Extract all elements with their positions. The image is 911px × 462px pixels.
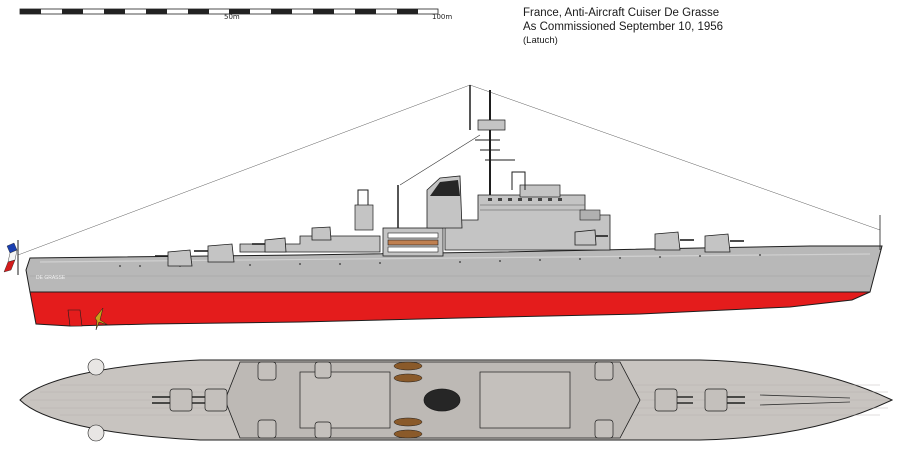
plan-turret xyxy=(169,388,193,412)
main-hull xyxy=(25,245,883,293)
propeller-icon xyxy=(94,307,109,331)
plan-view xyxy=(19,358,894,442)
turret-fwd-2 xyxy=(654,231,681,251)
caption-credit: (Latuch) xyxy=(523,35,558,46)
hull-name: DE GRASSE xyxy=(36,275,66,281)
plan-funnel xyxy=(423,388,461,412)
turret-aft-3 xyxy=(264,237,287,253)
turret-fwd-1 xyxy=(574,229,597,246)
turret-aft-1 xyxy=(167,249,193,267)
caption: France, Anti-Aircraft Cuiser De Grasse A… xyxy=(523,6,723,47)
scale-bar xyxy=(19,8,439,15)
profile-view: DE GRASSE xyxy=(3,84,883,331)
scale-label-100m: 100m xyxy=(432,13,453,21)
turret-fwd-3 xyxy=(704,233,731,253)
turret-mid-1 xyxy=(311,226,332,241)
turret-aft-2 xyxy=(207,243,235,263)
waterline-hull xyxy=(29,291,871,327)
scale-label-50m: 50m xyxy=(224,13,240,21)
french-flag-icon xyxy=(3,242,18,273)
caption-title: France, Anti-Aircraft Cuiser De Grasse xyxy=(523,7,720,19)
caption-commission: As Commissioned September 10, 1956 xyxy=(523,21,724,33)
